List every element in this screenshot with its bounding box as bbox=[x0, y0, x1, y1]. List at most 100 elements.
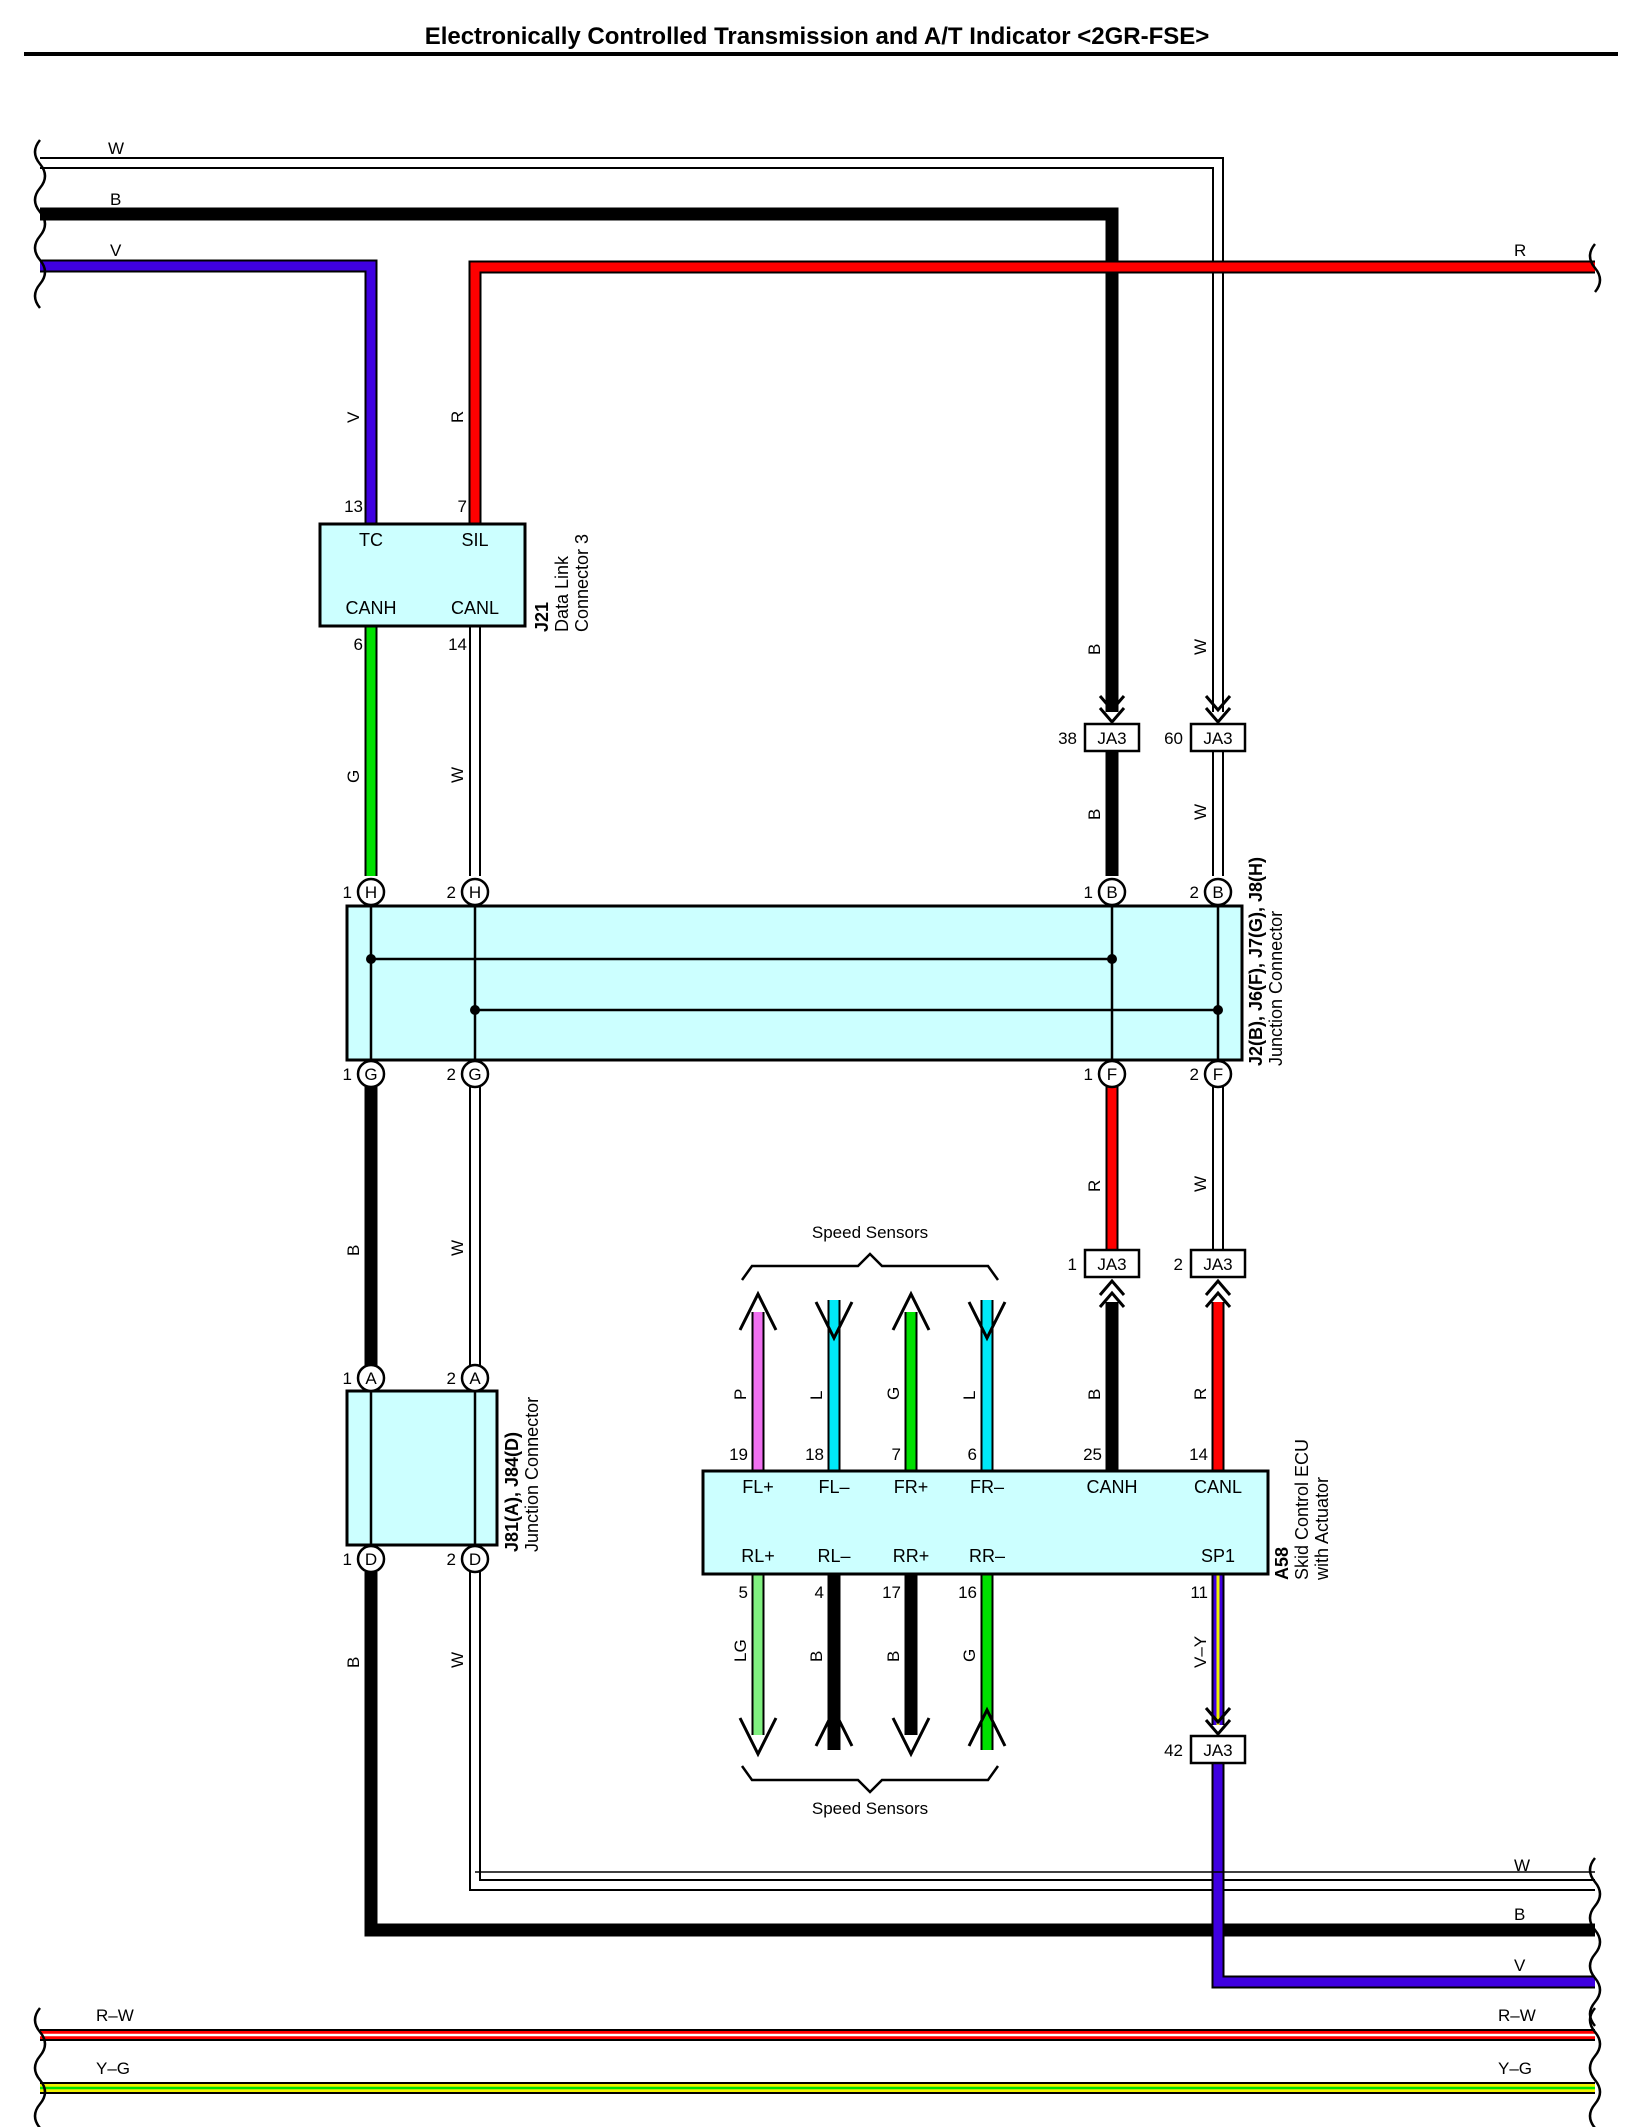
svg-text:B: B bbox=[807, 1651, 826, 1662]
a58-term-canh: CANH bbox=[1086, 1477, 1137, 1497]
svg-text:B: B bbox=[1085, 809, 1104, 820]
svg-text:R: R bbox=[1085, 1180, 1104, 1192]
svg-text:JA3: JA3 bbox=[1203, 1255, 1232, 1274]
wire-w-top bbox=[40, 157, 1224, 712]
a58-term-rl-minus: RL– bbox=[817, 1546, 850, 1566]
speed-sensor-brace-top bbox=[740, 1252, 1000, 1281]
jc-small-pin-a2: A 2 bbox=[447, 1363, 490, 1393]
svg-text:G: G bbox=[344, 770, 363, 783]
a58-pin-17: 17 bbox=[882, 1583, 901, 1602]
label-yg-left: Y–G bbox=[96, 2059, 130, 2078]
svg-text:D: D bbox=[365, 1550, 377, 1569]
label-bot-v: V bbox=[1514, 1956, 1526, 1975]
jc-main-pin-b1: B 1 bbox=[1084, 877, 1127, 907]
svg-text:W: W bbox=[1191, 639, 1210, 655]
label-top-w: W bbox=[108, 139, 124, 158]
a58-term-fl-minus: FL– bbox=[818, 1477, 849, 1497]
a58-term-sp1: SP1 bbox=[1201, 1546, 1235, 1566]
svg-text:F: F bbox=[1107, 1065, 1117, 1084]
svg-text:2: 2 bbox=[447, 1369, 456, 1388]
svg-text:2: 2 bbox=[1190, 883, 1199, 902]
jc-main-pin-h1: H 1 bbox=[343, 877, 386, 907]
a58-pin-25: 25 bbox=[1083, 1445, 1102, 1464]
svg-text:H: H bbox=[365, 883, 377, 902]
svg-text:B: B bbox=[344, 1245, 363, 1256]
speed-sensor-arrows-bottom bbox=[738, 1706, 1007, 1758]
jc-main-name: Junction Connector bbox=[1266, 911, 1286, 1066]
jc-main-pin-b2: B 2 bbox=[1190, 877, 1233, 907]
jc-small-pin-a1: A 1 bbox=[343, 1363, 386, 1393]
svg-text:G: G bbox=[884, 1387, 903, 1400]
svg-text:60: 60 bbox=[1164, 729, 1183, 748]
a58-term-rr-minus: RR– bbox=[969, 1546, 1005, 1566]
svg-text:W: W bbox=[1191, 804, 1210, 820]
svg-text:38: 38 bbox=[1058, 729, 1077, 748]
svg-text:H: H bbox=[469, 883, 481, 902]
ja3-tag-2: JA3 2 bbox=[1174, 1248, 1247, 1308]
svg-text:JA3: JA3 bbox=[1097, 1255, 1126, 1274]
svg-text:1: 1 bbox=[1084, 1065, 1093, 1084]
speed-sensor-arrows-top bbox=[738, 1290, 1007, 1342]
jc-main-pin-g2: G 2 bbox=[447, 1059, 490, 1089]
svg-text:1: 1 bbox=[1084, 883, 1093, 902]
svg-text:B: B bbox=[1085, 644, 1104, 655]
j21-pin-6: 6 bbox=[354, 635, 363, 654]
svg-text:1: 1 bbox=[1068, 1255, 1077, 1274]
a58-term-rl-plus: RL+ bbox=[741, 1546, 775, 1566]
wire-v-lower bbox=[1211, 1764, 1595, 1989]
j21-term-tc: TC bbox=[359, 530, 383, 550]
svg-text:W: W bbox=[448, 767, 467, 783]
a58-name-1: Skid Control ECU bbox=[1292, 1439, 1312, 1580]
j21-pin-7: 7 bbox=[458, 497, 467, 516]
a58-pin-14: 14 bbox=[1189, 1445, 1208, 1464]
ja3-tag-42: JA3 42 bbox=[1164, 1707, 1247, 1765]
a58-term-fr-plus: FR+ bbox=[894, 1477, 929, 1497]
svg-text:W: W bbox=[448, 1240, 467, 1256]
a58-name-2: with Actuator bbox=[1312, 1477, 1332, 1581]
connector-junction-small: A 1 A 2 D 1 D 2 J81(A), J84(D) Junction … bbox=[343, 1363, 542, 1574]
page-title: Electronically Controlled Transmission a… bbox=[425, 23, 1210, 50]
a58-pin-16: 16 bbox=[958, 1583, 977, 1602]
wire-w-lower bbox=[469, 1572, 1595, 1891]
a58-pin-19: 19 bbox=[729, 1445, 748, 1464]
svg-text:JA3: JA3 bbox=[1203, 729, 1232, 748]
connector-a58-ecu: FL+ FL– FR+ FR– CANH CANL 19 18 7 6 25 1… bbox=[701, 1439, 1332, 1602]
svg-text:2: 2 bbox=[1174, 1255, 1183, 1274]
j21-term-sil: SIL bbox=[461, 530, 488, 550]
a58-pin-6: 6 bbox=[968, 1445, 977, 1464]
svg-text:LG: LG bbox=[731, 1639, 750, 1662]
svg-text:1: 1 bbox=[343, 883, 352, 902]
label-top-b: B bbox=[110, 190, 121, 209]
jc-main-pin-g1: G 1 bbox=[343, 1059, 386, 1089]
label-top-v: V bbox=[110, 241, 122, 260]
a58-pin-18: 18 bbox=[805, 1445, 824, 1464]
a58-pin-4: 4 bbox=[815, 1583, 824, 1602]
wire-break-left bbox=[33, 139, 47, 2127]
svg-text:42: 42 bbox=[1164, 1741, 1183, 1760]
j21-term-canl: CANL bbox=[451, 598, 499, 618]
svg-text:B: B bbox=[344, 1657, 363, 1668]
svg-text:JA3: JA3 bbox=[1203, 1741, 1232, 1760]
jc-main-pin-f2: F 2 bbox=[1190, 1059, 1233, 1089]
svg-text:B: B bbox=[1212, 883, 1223, 902]
svg-text:L: L bbox=[960, 1391, 979, 1400]
connector-junction-main: H 1 H 2 B 1 B 2 G 1 G 2 bbox=[343, 857, 1286, 1089]
svg-text:G: G bbox=[364, 1065, 377, 1084]
jc-small-pin-d1: D 1 bbox=[343, 1544, 386, 1574]
jc-main-pin-h2: H 2 bbox=[447, 877, 490, 907]
j21-term-canh: CANH bbox=[345, 598, 396, 618]
svg-text:B: B bbox=[884, 1651, 903, 1662]
svg-text:V: V bbox=[344, 411, 363, 423]
j21-id: J21 bbox=[532, 602, 552, 632]
a58-id: A58 bbox=[1272, 1547, 1292, 1580]
label-bot-b: B bbox=[1514, 1905, 1525, 1924]
svg-text:2: 2 bbox=[447, 1065, 456, 1084]
j21-pin-14: 14 bbox=[448, 635, 467, 654]
label-yg-right: Y–G bbox=[1498, 2059, 1532, 2078]
ja3-tag-1: JA3 1 bbox=[1068, 1248, 1141, 1308]
jc-small-pin-d2: D 2 bbox=[447, 1544, 490, 1574]
wire-break-right bbox=[1588, 243, 1602, 2127]
wire-b-top bbox=[40, 207, 1119, 712]
wire-v-top bbox=[40, 259, 378, 524]
